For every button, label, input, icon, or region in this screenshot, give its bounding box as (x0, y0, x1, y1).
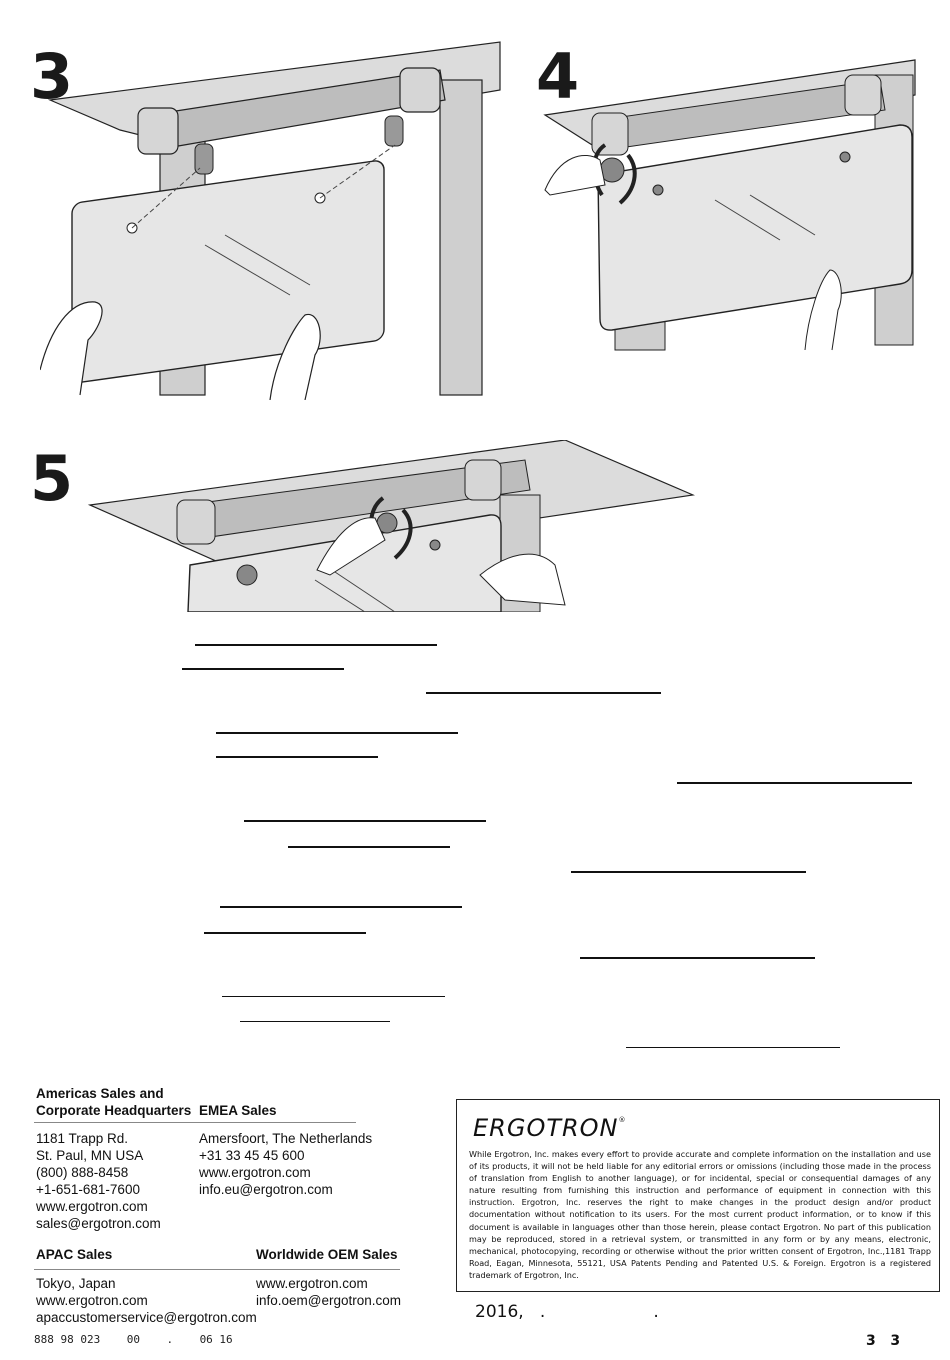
americas-details: 1181 Trapp Rd. St. Paul, MN USA (800) 88… (36, 1131, 161, 1231)
contacts-divider (34, 1122, 356, 1123)
blank-line (288, 846, 450, 848)
step-5-illustration (87, 440, 695, 612)
blank-line (240, 1021, 390, 1022)
oem-details: www.ergotron.com info.oem@ergotron.com (256, 1275, 401, 1309)
blank-line (580, 957, 815, 959)
blank-line (216, 756, 378, 758)
legal-notice-box: ERGOTRON® While Ergotron, Inc. makes eve… (456, 1099, 940, 1292)
blank-line (182, 668, 344, 670)
apac-email-link[interactable]: apaccustomerservice@ergotron.com (36, 1310, 257, 1325)
oem-website-link[interactable]: www.ergotron.com (256, 1276, 368, 1291)
apac-details: Tokyo, Japan www.ergotron.com apaccustom… (36, 1276, 257, 1325)
americas-email-link[interactable]: sales@ergotron.com (36, 1216, 161, 1231)
blank-line (571, 871, 806, 873)
step-3-illustration (40, 41, 501, 400)
americas-heading: Americas Sales and Corporate Headquarter… (36, 1086, 192, 1118)
emea-website-link[interactable]: www.ergotron.com (199, 1165, 311, 1180)
blank-line (216, 732, 458, 734)
blank-line (195, 644, 437, 646)
blank-line (244, 820, 486, 822)
blank-line (677, 782, 912, 784)
blank-line (220, 906, 462, 908)
emea-heading: EMEA Sales (199, 1103, 277, 1118)
document-number: 888 98 023 00 . 06 16 (34, 1333, 233, 1346)
legal-disclaimer: While Ergotron, Inc. makes every effort … (469, 1149, 931, 1280)
apac-heading: APAC Sales (36, 1247, 113, 1262)
step-4-illustration (543, 59, 916, 351)
apac-website-link[interactable]: www.ergotron.com (36, 1293, 148, 1308)
step-number-4: 4 (536, 40, 580, 113)
step-number-5: 5 (30, 442, 74, 515)
americas-website-link[interactable]: www.ergotron.com (36, 1199, 148, 1214)
ergotron-logo: ERGOTRON® (473, 1114, 627, 1142)
step-number-3: 3 (30, 40, 74, 113)
blank-line (426, 692, 661, 694)
copyright-year: 2016, . . (475, 1302, 659, 1322)
page-number: 3 3 (866, 1333, 901, 1349)
blank-line (626, 1047, 840, 1048)
emea-email-link[interactable]: info.eu@ergotron.com (199, 1182, 333, 1197)
emea-details: Amersfoort, The Netherlands +31 33 45 45… (199, 1131, 373, 1197)
oem-email-link[interactable]: info.oem@ergotron.com (256, 1293, 402, 1308)
blank-line (222, 996, 445, 997)
oem-heading: Worldwide OEM Sales (256, 1247, 398, 1262)
blank-line (204, 932, 366, 934)
contacts-divider (34, 1269, 400, 1270)
